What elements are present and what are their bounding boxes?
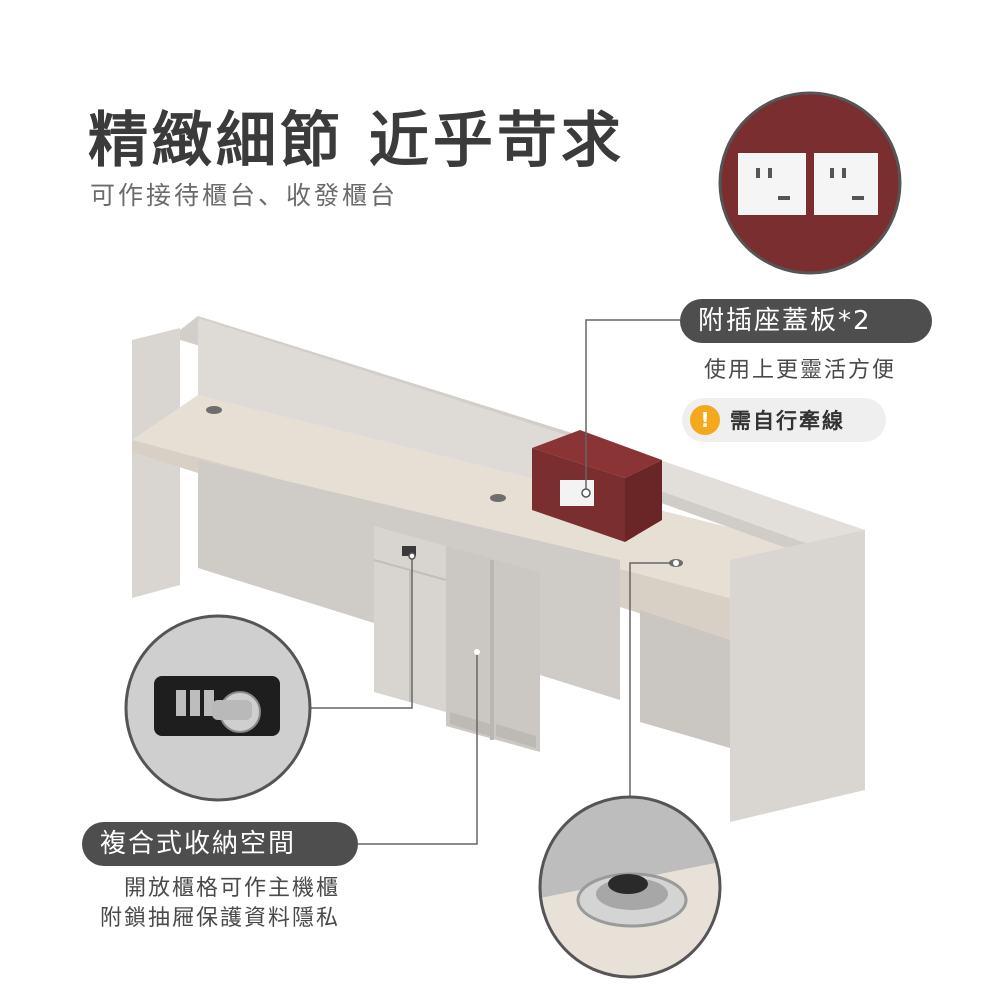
desk-top-surface xyxy=(132,395,820,598)
drawer-lock-icon xyxy=(402,546,416,556)
desk-right-panel xyxy=(730,530,865,822)
socket-note: 使用上更靈活方便 xyxy=(704,358,897,383)
storage-label: 複合式收納空間 xyxy=(82,822,358,866)
desk-left-panel xyxy=(132,328,180,598)
page-title: 精緻細節 近乎苛求 xyxy=(88,106,625,176)
socket-closeup xyxy=(720,93,900,273)
socket-cover-label: 附插座蓋板*2 xyxy=(680,299,932,343)
wiring-warning: ! 需自行牽線 xyxy=(682,398,886,442)
storage-notes: 開放櫃格可作主機櫃 附鎖抽屜保護資料隱私 xyxy=(72,874,340,934)
storage-note-line: 開放櫃格可作主機櫃 xyxy=(123,876,340,901)
wiring-warning-text: 需自行牽線 xyxy=(730,409,845,433)
storage-note-line: 附鎖抽屜保護資料隱私 xyxy=(99,906,340,931)
grommet-closeup xyxy=(540,797,720,977)
lock-closeup xyxy=(126,616,310,800)
desk-tall-section xyxy=(625,460,865,548)
page-subtitle: 可作接待櫃台、收發櫃台 xyxy=(90,181,399,210)
socket-cover-box xyxy=(532,430,662,478)
exclamation-icon: ! xyxy=(690,405,720,435)
